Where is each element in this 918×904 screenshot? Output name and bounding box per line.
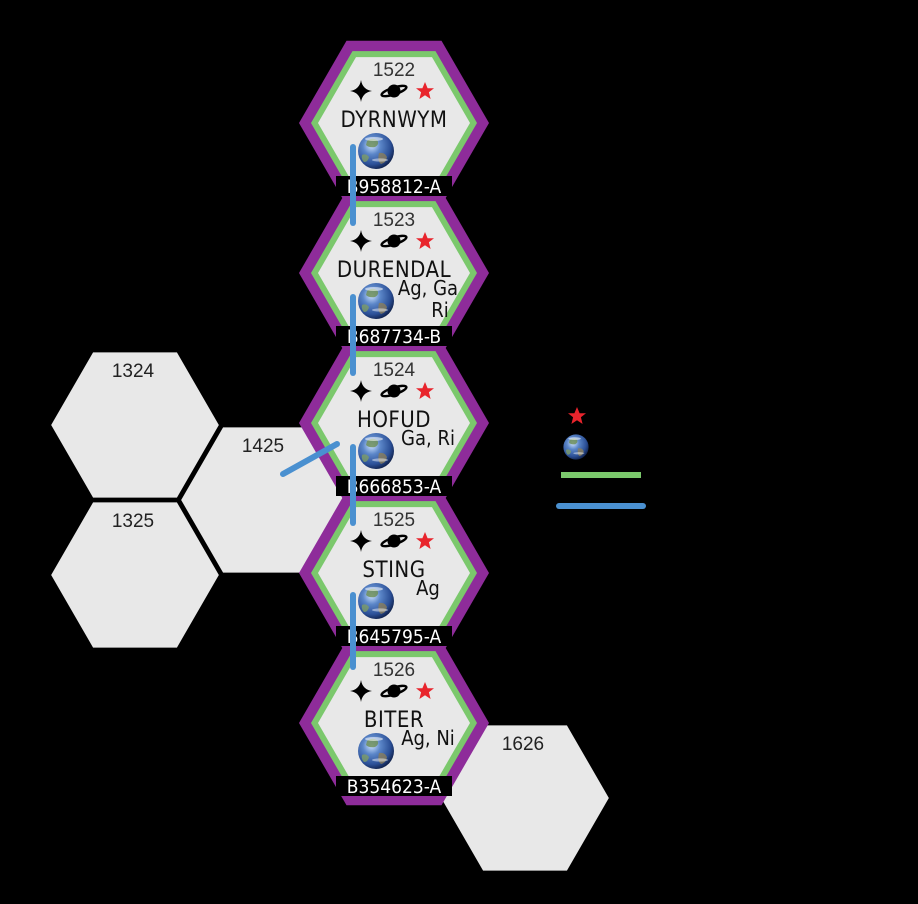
world-globe-icon — [358, 583, 394, 619]
uwp-label-bg — [336, 626, 452, 646]
world-name: DYRNWYM — [341, 108, 448, 133]
hex-number: 1522 — [373, 60, 415, 81]
uwp-label-bg — [336, 326, 452, 346]
world-globe-icon — [358, 283, 394, 319]
uwp-label: B354623-A — [347, 776, 442, 798]
uwp-label: B666853-A — [347, 476, 442, 498]
world-globe-icon — [358, 133, 394, 169]
uwp-label: B687734-B — [347, 326, 441, 348]
trade-code: Ag, Ni — [401, 726, 455, 750]
uwp-label-bg — [336, 176, 452, 196]
world-name: HOFUD — [357, 408, 431, 433]
world-globe-icon — [358, 733, 394, 769]
trade-code: Ri — [431, 298, 449, 322]
world-name: STING — [362, 558, 425, 583]
hex-number: 1525 — [373, 510, 415, 531]
legend-world-globe-icon — [563, 434, 589, 460]
hex-number: 1325 — [112, 511, 154, 532]
jump-route-1524-1425 — [280, 441, 340, 477]
hex-number: 1526 — [373, 660, 415, 681]
trade-code: Ga, Ri — [401, 426, 455, 450]
hex-number: 1425 — [242, 436, 284, 457]
uwp-label: B958812-A — [347, 176, 442, 198]
uwp-label: B645795-A — [347, 626, 442, 648]
empty-hex-1325[interactable]: 1325 — [48, 500, 222, 650]
map-legend — [556, 407, 646, 509]
hex-number: 1523 — [373, 210, 415, 231]
uwp-label-bg — [336, 476, 452, 496]
world-name: BITER — [364, 708, 424, 733]
world-name: DURENDAL — [337, 258, 451, 283]
trade-code: Ag, Ga — [398, 276, 458, 300]
trade-code: Ag — [416, 576, 440, 600]
world-globe-icon — [358, 433, 394, 469]
legend-star-icon — [568, 407, 586, 424]
uwp-label-bg — [336, 776, 452, 796]
empty-hex-1324[interactable]: 1324 — [48, 350, 222, 500]
hex-number: 1524 — [373, 360, 416, 381]
hex-number: 1626 — [502, 734, 544, 755]
hex-number: 1324 — [112, 361, 155, 382]
